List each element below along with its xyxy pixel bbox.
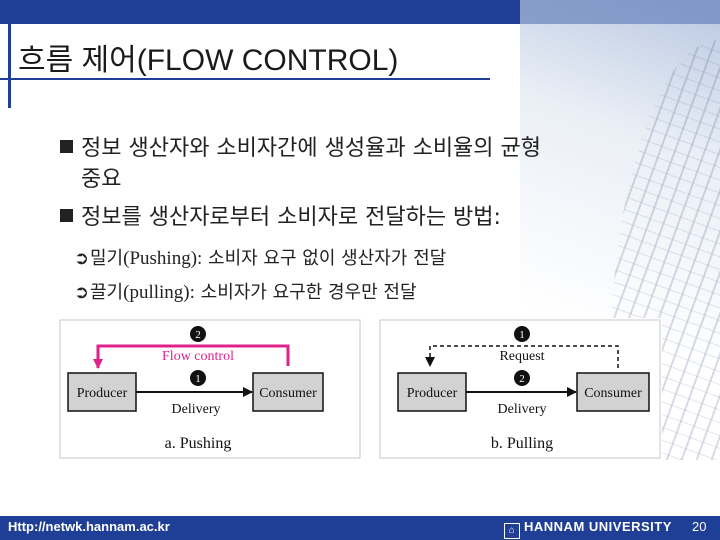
footer-university: ⌂ HANNAM UNIVERSITY <box>504 519 672 539</box>
pulling-step2-marker <box>514 370 530 386</box>
flow-control-figure: 2 Flow control 1 Producer Delivery Consu… <box>58 318 662 460</box>
footer-url-link[interactable]: Http://netwk.hannam.ac.kr <box>8 519 170 534</box>
subbullet-pulling: ➲끌기(pulling): 소비자가 요구한 경우만 전달 <box>74 280 417 306</box>
square-bullet-icon <box>60 140 73 153</box>
pulling-delivery-label: Delivery <box>498 402 547 417</box>
university-logo-icon: ⌂ <box>504 523 520 539</box>
pushing-caption: a. Pushing <box>165 435 232 452</box>
pulling-caption: b. Pulling <box>491 435 553 452</box>
subbullet-pushing-desc: 소비자 요구 없이 생산자가 전달 <box>202 248 447 269</box>
footer-bar: Http://netwk.hannam.ac.kr ⌂ HANNAM UNIVER… <box>0 516 720 540</box>
subbullet-pulling-ko: 끌기 <box>90 282 124 303</box>
bullet-1: 정보 생산자와 소비자간에 생성율과 소비율의 균형 <box>60 132 541 166</box>
pushing-step2-marker <box>190 326 206 342</box>
subbullet-pulling-desc: 소비자가 요구한 경우만 전달 <box>194 282 417 303</box>
pushing-panel-frame <box>59 319 361 459</box>
pulling-producer-label: Producer <box>407 386 458 401</box>
pulling-consumer-box <box>576 372 650 412</box>
pulling-consumer-label: Consumer <box>584 386 642 401</box>
pushing-flow-control-arrow <box>93 344 290 369</box>
pushing-producer-label: Producer <box>77 386 128 401</box>
square-bullet-icon <box>60 209 73 222</box>
flow-control-diagram: 2 Flow control 1 Producer Delivery Consu… <box>59 319 661 459</box>
bullet-2-text: 정보를 생산자로부터 소비자로 전달하는 방법: <box>81 205 501 230</box>
slide-title: 흐름 제어(FLOW CONTROL) <box>18 44 399 77</box>
subbullet-pushing-en: (Pushing): <box>123 248 203 269</box>
pushing-step1-marker <box>190 370 206 386</box>
bullet-1-text: 정보 생산자와 소비자간에 생성율과 소비율의 균형 <box>81 136 542 161</box>
pulling-step2-label: 2 <box>519 373 525 385</box>
subbullet-pulling-en: (pulling): <box>123 282 195 303</box>
arrow-right-icon: ➲ <box>74 282 90 303</box>
pulling-panel-frame <box>379 319 661 459</box>
footer-university-name: HANNAM UNIVERSITY <box>524 519 672 534</box>
subbullet-pushing-ko: 밀기 <box>90 248 124 269</box>
pushing-flow-label: Flow control <box>162 349 234 364</box>
pulling-request-label: Request <box>499 349 544 364</box>
arrow-right-icon: ➲ <box>74 248 90 269</box>
pushing-step2-label: 2 <box>195 329 201 341</box>
pulling-request-arrow <box>425 345 619 368</box>
title-vertical-rule <box>8 24 11 108</box>
title-underline <box>0 78 490 80</box>
pulling-step1-label: 1 <box>519 329 525 341</box>
subbullet-pushing: ➲밀기(Pushing): 소비자 요구 없이 생산자가 전달 <box>74 246 446 272</box>
pushing-delivery-label: Delivery <box>172 402 221 417</box>
bullet-2: 정보를 생산자로부터 소비자로 전달하는 방법: <box>60 201 501 235</box>
page-number: 20 <box>692 519 707 534</box>
pushing-consumer-label: Consumer <box>259 386 317 401</box>
bullet-1-continuation: 중요 <box>81 167 122 192</box>
pushing-step1-label: 1 <box>195 373 201 385</box>
pulling-step1-marker <box>514 326 530 342</box>
pushing-consumer-box <box>252 372 324 412</box>
